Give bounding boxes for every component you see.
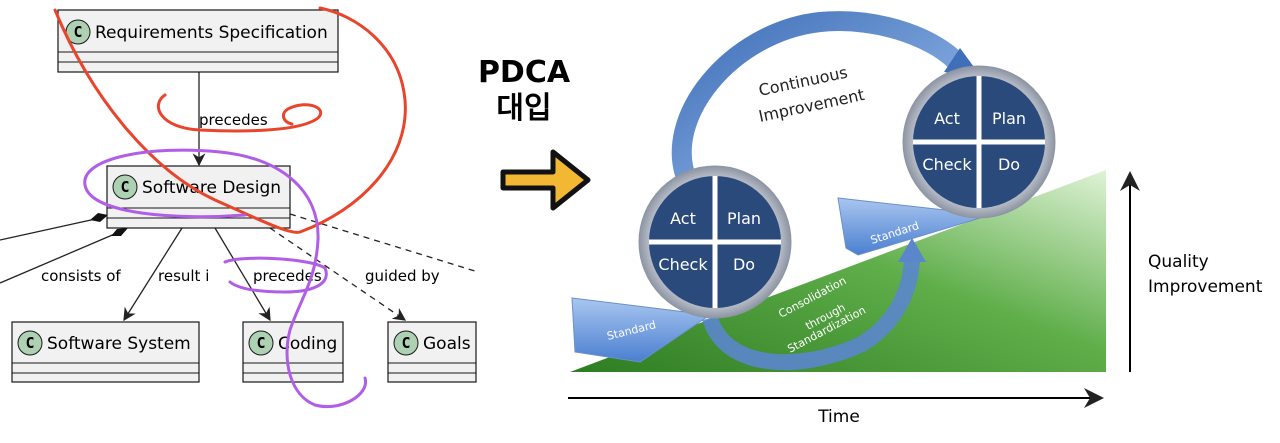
class-name: Software Design bbox=[142, 178, 281, 198]
quad-do: Do bbox=[733, 255, 755, 274]
standard-wedge-lower bbox=[571, 297, 712, 363]
class-name: Goals bbox=[423, 334, 471, 354]
quad-act: Act bbox=[934, 109, 960, 128]
class-stereotype-icon bbox=[248, 330, 274, 356]
class-stereotype-letter: C bbox=[25, 334, 34, 352]
pdca-wheel-upper: Act Plan Check Do bbox=[902, 65, 1056, 219]
edge-label-guided-by: guided by bbox=[365, 267, 440, 285]
class-stereotype-icon bbox=[17, 330, 43, 356]
class-software-system[interactable]: C Software System bbox=[11, 321, 200, 383]
quality-axis-label-line1: Quality bbox=[1148, 252, 1209, 272]
edge-label-precedes-1: precedes bbox=[199, 111, 268, 129]
quad-plan: Plan bbox=[992, 109, 1026, 128]
pdca-diagram: Standard Standard Consolidation through … bbox=[568, 11, 1263, 427]
composition-diamond-1 bbox=[90, 213, 108, 222]
composition-diamond-2 bbox=[111, 228, 128, 236]
class-stereotype-icon bbox=[393, 330, 419, 356]
class-stereotype-letter: C bbox=[120, 178, 129, 196]
class-coding[interactable]: C Coding bbox=[242, 321, 344, 383]
class-goals[interactable]: C Goals bbox=[387, 321, 477, 383]
quad-do: Do bbox=[998, 155, 1020, 174]
transition-title-line1: PDCA bbox=[478, 55, 571, 90]
purple-annotation-circle bbox=[223, 256, 328, 294]
quality-axis-label-line2: Improvement bbox=[1148, 277, 1263, 297]
class-name: Software System bbox=[47, 334, 191, 354]
consolidation-arrowhead bbox=[898, 238, 926, 262]
transition-title-line2: 대입 bbox=[496, 91, 551, 126]
purple-annotation-loop bbox=[83, 148, 367, 408]
edge-result-in bbox=[123, 227, 183, 322]
edge-guided-by bbox=[269, 227, 407, 321]
quad-act: Act bbox=[670, 209, 696, 228]
edge-label-precedes-2: precedes bbox=[253, 267, 322, 285]
class-stereotype-icon bbox=[112, 174, 138, 200]
class-stereotype-letter: C bbox=[73, 23, 82, 41]
class-name: Requirements Specification bbox=[95, 23, 328, 43]
transition: PDCA 대입 bbox=[478, 55, 591, 211]
time-axis-label: Time bbox=[817, 407, 860, 427]
class-stereotype-letter: C bbox=[401, 334, 410, 352]
red-annotation-loop bbox=[53, 6, 407, 234]
edge-precedes-2 bbox=[214, 227, 271, 322]
class-stereotype-letter: C bbox=[256, 334, 265, 352]
edge-label-consists-of: consists of bbox=[41, 267, 121, 285]
edge-composition-1 bbox=[0, 217, 101, 241]
class-name: Coding bbox=[278, 334, 337, 354]
right-arrow-icon bbox=[500, 149, 591, 211]
red-annotation-underline bbox=[156, 93, 322, 133]
class-software-design[interactable]: C Software Design bbox=[106, 165, 291, 229]
quad-check: Check bbox=[658, 255, 708, 274]
uml-diagram: precedes consists of result i precedes g… bbox=[0, 6, 479, 408]
continuous-improvement-arrow bbox=[671, 11, 968, 187]
pdca-wheel-lower: Act Plan Check Do bbox=[638, 165, 792, 319]
quad-plan: Plan bbox=[727, 209, 761, 228]
edge-label-result-in: result i bbox=[158, 267, 209, 285]
consolidation-arrow bbox=[702, 254, 920, 371]
quad-check: Check bbox=[922, 155, 972, 174]
edge-composition-2 bbox=[0, 232, 118, 284]
class-requirements-specification[interactable]: C Requirements Specification bbox=[57, 9, 339, 73]
